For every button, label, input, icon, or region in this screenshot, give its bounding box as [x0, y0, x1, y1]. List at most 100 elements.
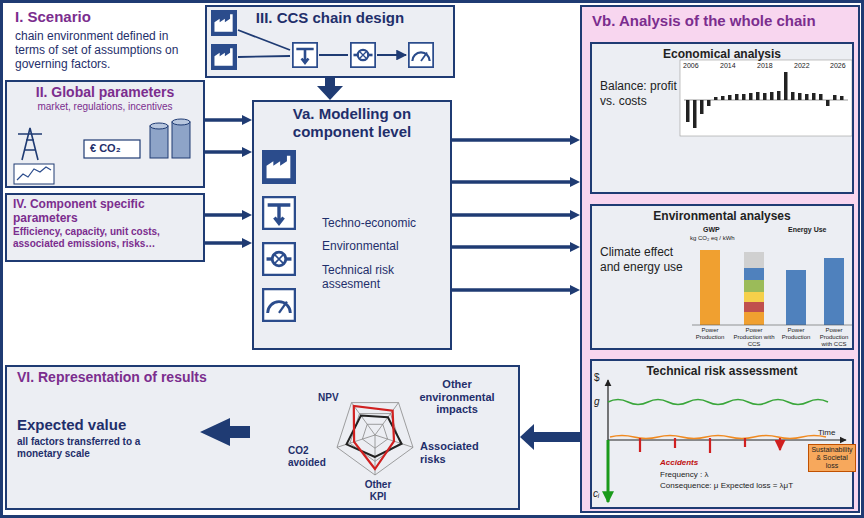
flow-arrow: [205, 213, 242, 217]
economic-chart-part-part: [798, 93, 802, 100]
component-icons: [262, 150, 296, 321]
environment-chart: [692, 250, 852, 325]
diagram-label: Other environmental impacts: [412, 378, 502, 416]
global-parameter-icons-part: [17, 167, 51, 180]
box-fills: [5, 5, 860, 513]
environment-chart-part: [744, 302, 764, 312]
economic-chart-part-part: [714, 97, 718, 100]
chain-icons-part: [211, 10, 237, 36]
process-box: IV. Component specific parametersEfficie…: [5, 193, 205, 262]
chain-icons-part: [409, 43, 433, 67]
environment-chart-part: [744, 252, 764, 268]
flow-arrow: [452, 180, 570, 184]
component-icons-part: [263, 197, 295, 229]
economic-chart-part-part: [707, 100, 711, 106]
economic-chart-part-part: [812, 93, 816, 100]
diagram-label: chain environment defined in terms of se…: [15, 30, 200, 71]
chain-icons-part: [293, 43, 317, 67]
box-fill: [205, 5, 455, 78]
economic-chart-part-part: [700, 100, 704, 114]
diagram-label: 2014: [720, 62, 736, 70]
process-box: Va. Modelling on component levelTechno-e…: [252, 100, 452, 350]
economic-chart-part-part: [791, 92, 795, 100]
component-icons-part: [262, 150, 296, 184]
diagram-label: GWP: [703, 226, 720, 234]
diagram-label: 2022: [794, 62, 810, 70]
economic-chart-part-part: [686, 100, 690, 122]
flow-arrow: [205, 118, 242, 122]
economic-chart-part-part: [756, 92, 760, 100]
economic-chart-part-part: [840, 96, 844, 100]
risk-chart: [608, 380, 846, 502]
diagram-label: 2026: [830, 62, 846, 70]
diagram-label: g: [594, 396, 600, 408]
economic-chart-part-part: [826, 100, 830, 106]
global-parameter-icons-part: [172, 119, 190, 125]
global-parameter-icons: [14, 119, 190, 184]
flow-arrow: [325, 78, 335, 86]
economic-chart-part-part: [819, 94, 823, 100]
flow-arrow: [205, 241, 242, 245]
economic-chart-part-part: [693, 100, 697, 128]
environment-chart-part: [744, 268, 764, 280]
chain-icons-part: [211, 44, 237, 70]
global-parameter-icons-part: [150, 123, 168, 129]
economic-chart-part-part: [805, 94, 809, 100]
box-title: Technical risk assessment: [600, 364, 844, 378]
box-text: Efficiency, capacity, unit costs, associ…: [13, 226, 197, 250]
radar-chart: [337, 403, 413, 475]
box-title: VI. Representation of results: [17, 369, 508, 386]
flow-arrow: [205, 150, 242, 154]
diagram-label: Frequency : λ: [660, 470, 708, 479]
box-text: Techno-economic: [322, 216, 444, 230]
box-title: Vb. Analysis of the whole chain: [592, 12, 848, 30]
radar-chart-part: [337, 403, 413, 475]
flow-arrow: [452, 213, 570, 217]
diagram-label: Time: [818, 428, 835, 437]
global-parameter-icons-part: [14, 164, 54, 184]
flow-arrow: [534, 432, 580, 442]
box-text: market, regulations, incentives: [13, 101, 197, 113]
risk-chart-part: [608, 439, 846, 440]
environment-chart-part: [786, 270, 806, 325]
component-icons-part: [263, 243, 295, 275]
radar-chart-part: [354, 406, 394, 469]
diagram-label: CO2 avoided: [288, 445, 332, 468]
economic-chart-part-part: [742, 94, 746, 100]
box-title: II. Global parameters: [13, 84, 197, 101]
diagram-label: Consequence: μ Expected loss = λμT: [660, 481, 793, 490]
box-fill: [590, 42, 854, 194]
economic-chart-part-part: [777, 91, 781, 100]
process-box: II. Global parametersmarket, regulations…: [5, 80, 205, 188]
box-title: Va. Modelling on component level: [260, 105, 444, 141]
environment-chart-part: [744, 292, 764, 302]
economic-chart-part-part: [833, 95, 837, 100]
economic-chart-part: [680, 60, 852, 136]
box-text: Balance: profit vs. costs: [600, 79, 684, 108]
global-parameter-icons-part: [150, 126, 168, 158]
box-title: Economical analysis: [600, 47, 844, 61]
results-arrow-part: [200, 418, 250, 446]
diagram-label: Power Production with CCS: [732, 327, 776, 348]
box-title: III. CCS chain design: [213, 9, 447, 27]
box-fill: [5, 80, 205, 188]
diagram-label: cᵢ: [593, 488, 599, 500]
box-fill: [252, 100, 452, 350]
diagram-label: Sustainability & Societal loss: [808, 444, 856, 472]
diagram-label: € CO₂: [90, 142, 121, 155]
economic-chart: [680, 60, 852, 136]
box-fill: [590, 204, 854, 350]
diagram-label: I. Scenario: [15, 8, 91, 25]
economic-chart-part-part: [770, 92, 774, 100]
global-parameter-icons-part: [172, 122, 190, 158]
global-parameter-icons-part: [84, 140, 140, 158]
process-box: III. CCS chain design: [205, 5, 455, 78]
diagram-label: Energy Use: [788, 226, 827, 234]
diagram-label: 2018: [757, 62, 773, 70]
global-parameter-icons-part: [18, 128, 42, 160]
component-icons-part: [263, 289, 295, 321]
diagram-label: Other KPI: [358, 479, 398, 502]
diagram-label: Accidents: [660, 458, 698, 467]
economic-chart-part-part: [728, 95, 732, 100]
risk-chart-part: [607, 440, 610, 502]
